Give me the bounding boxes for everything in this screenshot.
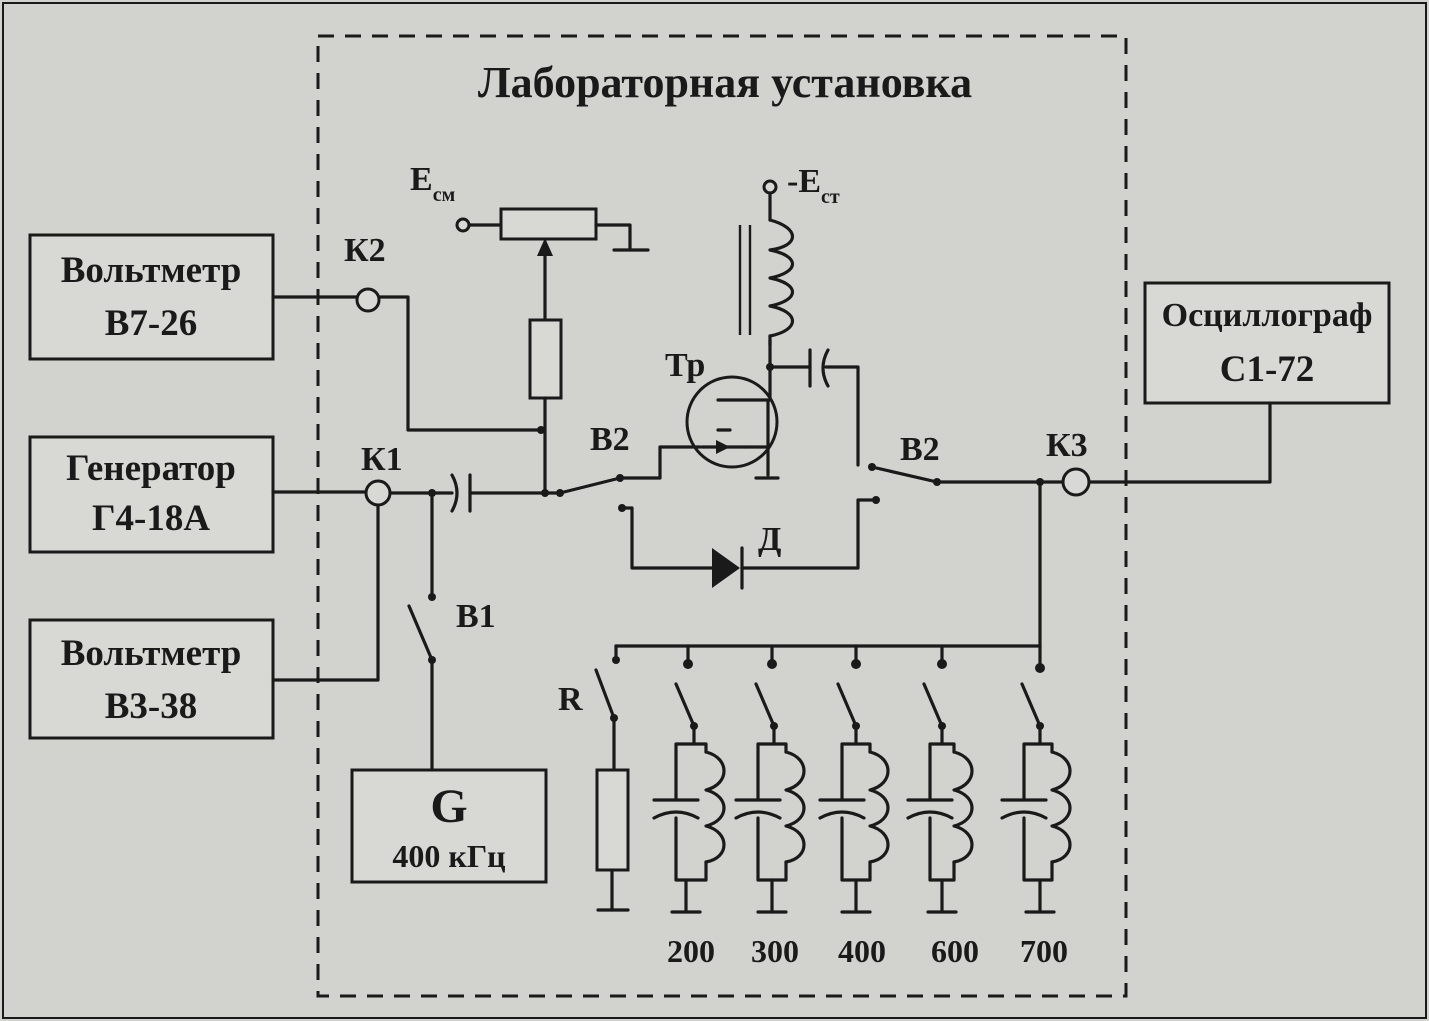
connector-k3-label: К3 <box>1046 427 1088 464</box>
bias-voltage-main: E <box>410 161 433 198</box>
supply-voltage-label: -Eст <box>787 163 840 208</box>
oscilloscope-title: Осциллограф <box>1162 297 1373 334</box>
switch-b1-label: В1 <box>456 598 496 635</box>
supply-voltage-sub: ст <box>821 186 840 208</box>
frequency-label-400: 400 <box>838 933 886 969</box>
potentiometer-wiper-arrow <box>537 238 553 256</box>
connector-k3: К3 <box>935 401 1272 497</box>
frequency-label-700: 700 <box>1020 933 1068 969</box>
output-coupling-capacitor <box>766 348 860 467</box>
transistor-label: Тр <box>665 347 705 384</box>
connector-k1-label: К1 <box>361 441 403 478</box>
supply-transformer: -Eст <box>738 163 840 347</box>
voltmeter-b7-title: Вольтметр <box>61 250 242 291</box>
voltmeter-b7-26-box: Вольтметр В7-26 <box>28 233 275 361</box>
connector-k2-label: К2 <box>344 232 386 269</box>
voltmeter-b3-model: В3-38 <box>105 686 198 727</box>
load-bus <box>612 478 1045 673</box>
frequency-label-200: 200 <box>667 933 715 969</box>
switch-b1: В1 <box>407 489 496 772</box>
oscilloscope-model: С1-72 <box>1220 349 1315 390</box>
frequency-label-300: 300 <box>751 933 799 969</box>
switch-b2-left-label: В2 <box>590 421 630 458</box>
resistive-load-branch: R <box>558 668 630 912</box>
generator-g4-18a-box: Генератор Г4-18А <box>28 435 275 554</box>
switch-b2-right: В2 <box>868 431 941 504</box>
voltmeter-b3-38-box: Вольтметр В3-38 <box>28 618 275 740</box>
lc-tank-400 <box>818 682 890 914</box>
supply-voltage-main: -E <box>787 163 821 200</box>
transistor-tr: Тр <box>665 338 780 480</box>
input-coupling-capacitor <box>450 473 543 513</box>
diagram-title: Лабораторная установка <box>478 58 972 107</box>
g-source-frequency: 400 кГц <box>392 838 505 874</box>
frequency-labels: 200 300 400 600 700 <box>667 933 1068 969</box>
g-400khz-source-box: G 400 кГц <box>350 768 548 884</box>
bias-voltage-sub: см <box>433 184 456 206</box>
generator-title: Генератор <box>66 448 236 489</box>
bias-resistor <box>528 318 563 400</box>
lc-tank-600 <box>906 682 974 914</box>
voltmeter-b7-model: В7-26 <box>105 303 198 344</box>
switch-b2-left: В2 <box>543 421 714 570</box>
lc-tank-200 <box>652 682 726 914</box>
bias-network: Eсм <box>410 161 650 497</box>
g-source-symbol: G <box>430 780 467 833</box>
lc-tank-700 <box>1000 682 1072 914</box>
connector-k2: К2 <box>271 232 543 432</box>
lab-setup-boundary <box>316 34 1128 998</box>
connector-k1: К1 <box>271 441 454 682</box>
potentiometer <box>499 207 598 241</box>
diode-d: Д <box>712 498 874 590</box>
frequency-label-600: 600 <box>931 933 979 969</box>
generator-model: Г4-18А <box>92 498 210 539</box>
voltmeter-b3-title: Вольтметр <box>61 633 242 674</box>
lc-tank-300 <box>734 682 806 914</box>
oscilloscope-c1-72-box: Осциллограф С1-72 <box>1143 281 1391 405</box>
switch-b2-right-label: В2 <box>900 431 940 468</box>
diode-label: Д <box>758 521 781 558</box>
bias-voltage-label: Eсм <box>410 161 455 206</box>
resistive-load-label: R <box>558 681 583 718</box>
load-resistor <box>595 768 630 872</box>
